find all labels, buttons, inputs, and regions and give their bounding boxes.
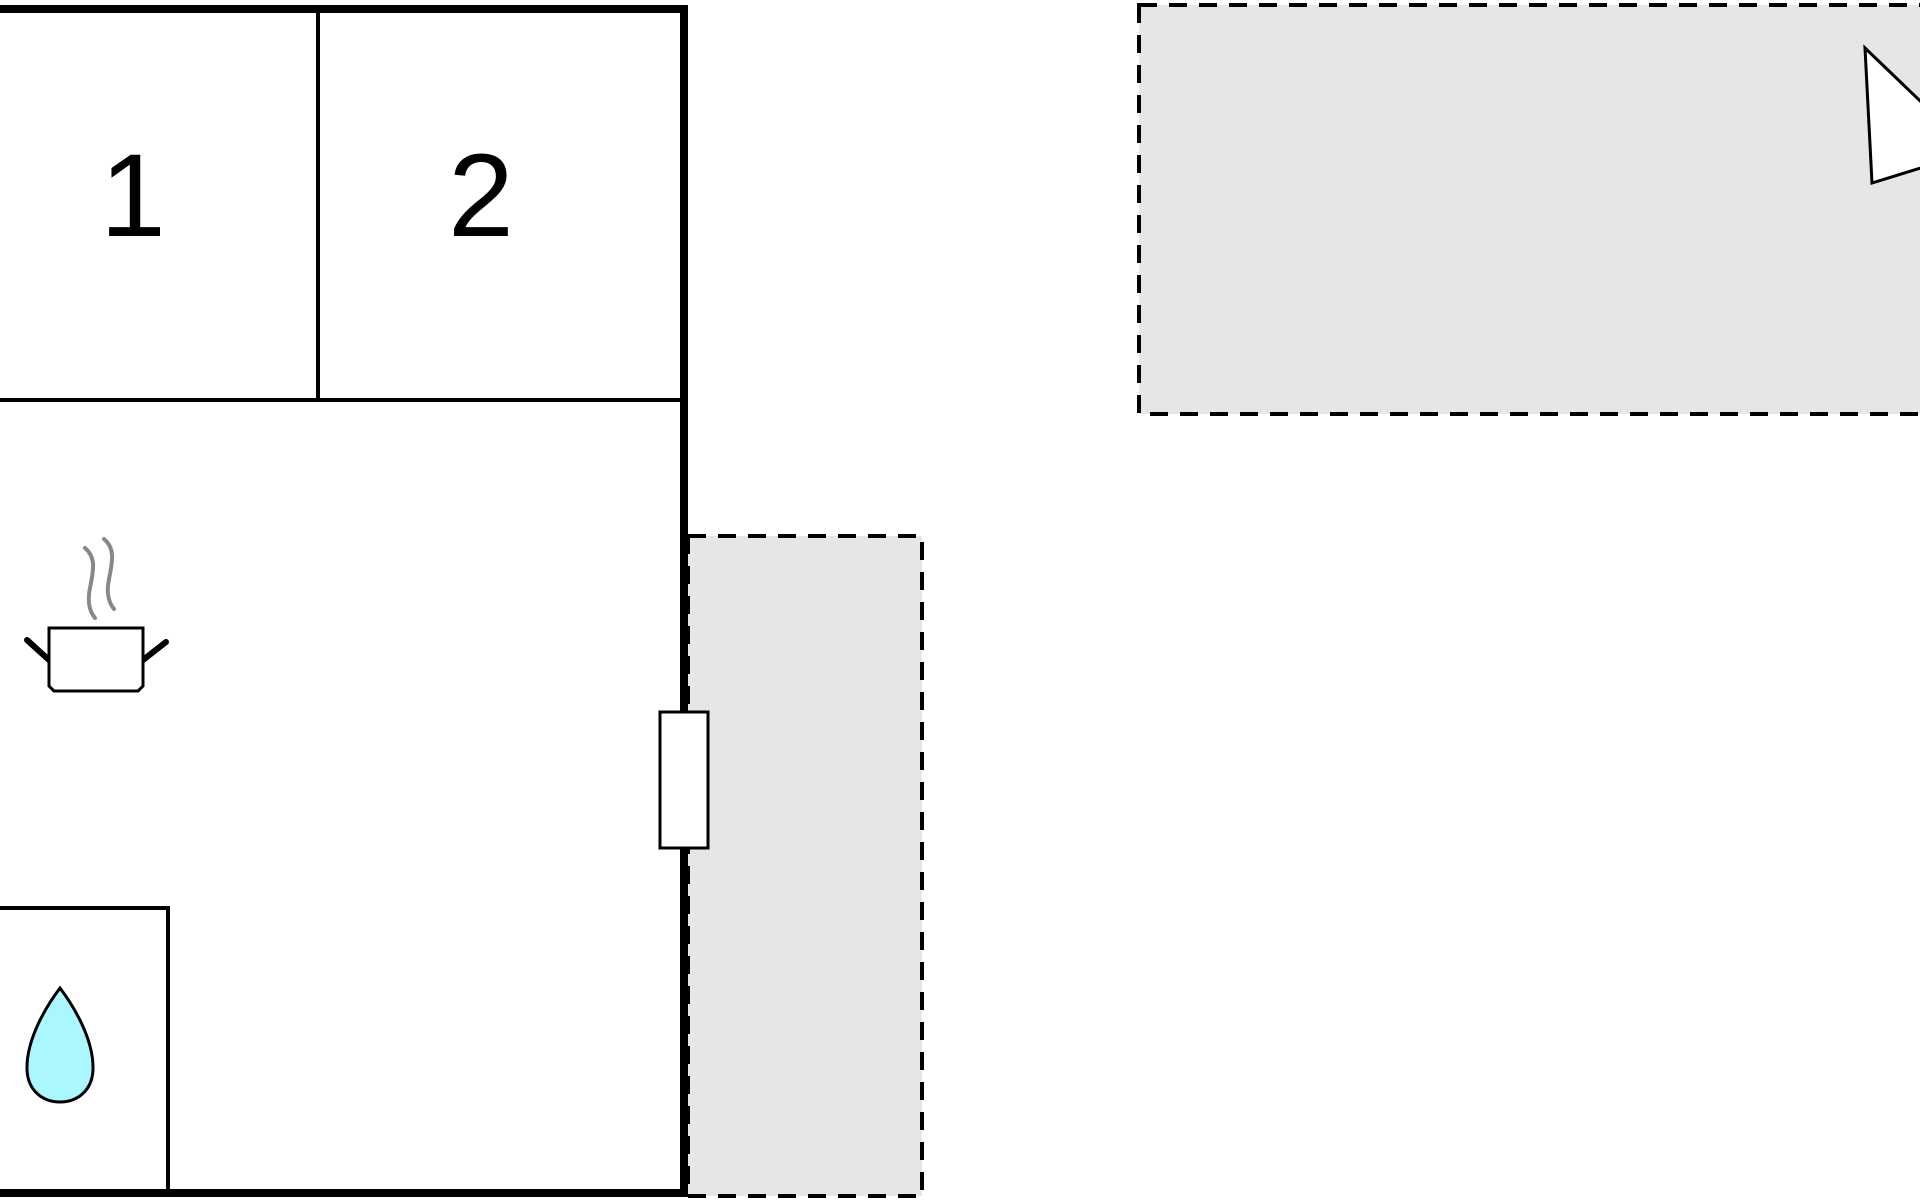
- room-label-2: 2: [448, 130, 514, 262]
- room-label-1: 1: [100, 130, 166, 262]
- terrace-side: [686, 534, 924, 1198]
- bathroom-walls: [0, 906, 170, 1193]
- water-drop-icon: [25, 985, 95, 1104]
- cooking-pot-icon: [24, 537, 169, 693]
- sail-icon: [1863, 44, 1920, 186]
- terrace-top-right: [1137, 3, 1920, 416]
- door-right-wall: [658, 710, 710, 850]
